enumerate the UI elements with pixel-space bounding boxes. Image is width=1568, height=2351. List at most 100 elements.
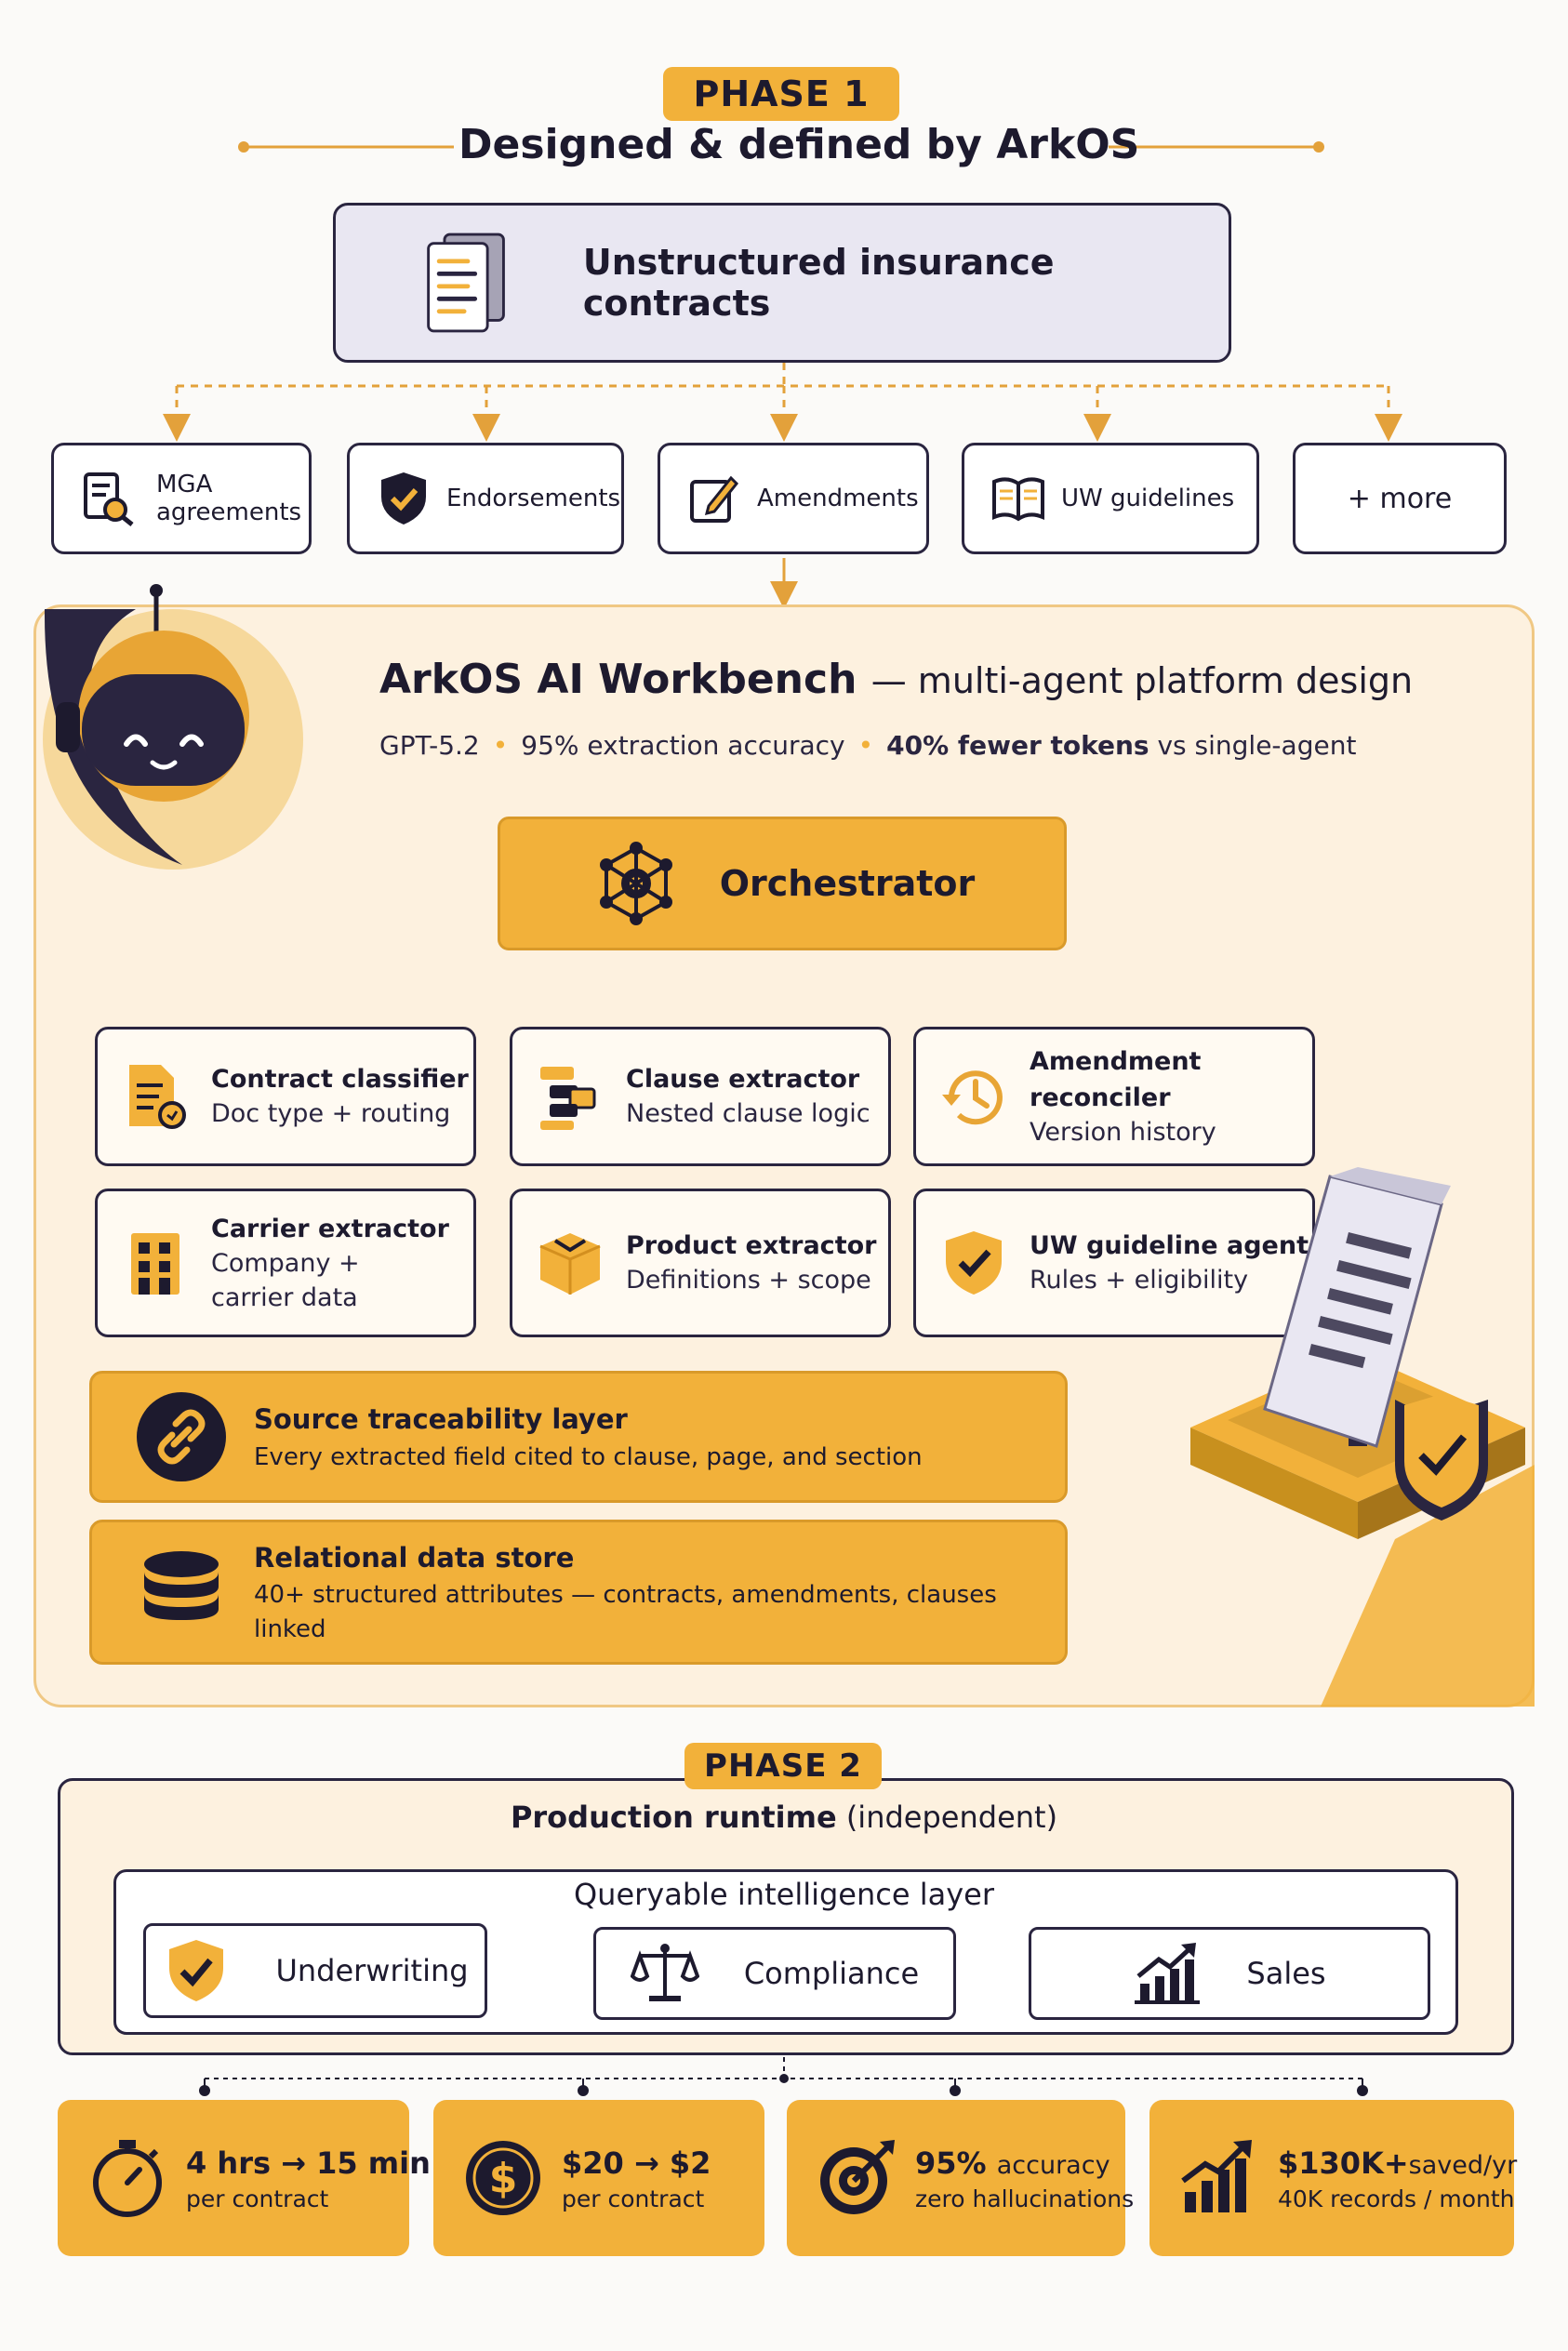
growth-chart-icon bbox=[1181, 2140, 1252, 2212]
query-layer-label: Queryable intelligence layer bbox=[573, 1877, 994, 1912]
network-hub-icon bbox=[599, 842, 672, 925]
history-clock-icon bbox=[942, 1070, 1003, 1125]
agent-desc: Definitions + scope bbox=[626, 1266, 871, 1295]
metric-value: 4 hrs → 15 min bbox=[186, 2145, 431, 2181]
agent-desc: Rules + eligibility bbox=[1030, 1266, 1249, 1295]
source-contracts-box: Unstructured insurance contracts bbox=[333, 203, 1231, 363]
secure-document-illustration-icon bbox=[1190, 1167, 1535, 1707]
stopwatch-icon bbox=[93, 2140, 162, 2217]
type-label-line2: agreements bbox=[156, 498, 302, 526]
metric-value-main: $130K+ bbox=[1278, 2145, 1409, 2181]
type-card-amendments[interactable]: Amendments bbox=[658, 443, 929, 554]
layer-title: Source traceability layer bbox=[254, 1403, 628, 1436]
agent-desc-line2: carrier data bbox=[211, 1282, 358, 1312]
meta-tokens-rest: vs single-agent bbox=[1157, 730, 1357, 761]
domain-label: Underwriting bbox=[275, 1953, 469, 1988]
domain-underwriting[interactable]: Underwriting bbox=[143, 1923, 487, 2018]
metric-time: 4 hrs → 15 min per contract bbox=[58, 2100, 431, 2256]
type-card-more[interactable]: + more bbox=[1293, 443, 1507, 554]
agent-title: Contract classifier bbox=[211, 1065, 469, 1095]
type-label: + more bbox=[1347, 482, 1453, 515]
package-box-icon bbox=[539, 1233, 601, 1295]
workbench-title-sub: — multi-agent platform design bbox=[870, 660, 1414, 701]
workbench-title-main: ArkOS AI Workbench bbox=[379, 656, 857, 703]
scales-icon bbox=[630, 1944, 699, 2001]
shield-check-icon bbox=[169, 1940, 224, 2001]
type-label: Endorsements bbox=[446, 485, 621, 512]
clause-blocks-icon bbox=[540, 1067, 596, 1130]
domain-label: Sales bbox=[1246, 1956, 1326, 1991]
orchestrator-box[interactable]: Orchestrator bbox=[498, 817, 1067, 950]
type-card-uw-guidelines[interactable]: UW guidelines bbox=[962, 443, 1259, 554]
workbench-meta: GPT-5.2•95% extraction accuracy•40% fewe… bbox=[379, 730, 1357, 761]
metric-desc: per contract bbox=[186, 2185, 329, 2212]
link-icon bbox=[137, 1392, 226, 1481]
metric-value: $20 → $2 bbox=[562, 2145, 711, 2181]
shield-check-icon bbox=[946, 1231, 1002, 1295]
layer-title: Relational data store bbox=[254, 1541, 575, 1574]
metric-desc: per contract bbox=[562, 2185, 705, 2212]
contract-document-icon bbox=[427, 232, 505, 333]
shield-check-icon bbox=[381, 472, 426, 525]
domain-compliance[interactable]: Compliance bbox=[593, 1927, 956, 2020]
robot-mascot-icon bbox=[43, 584, 303, 870]
metric-value: $130K+saved/yr bbox=[1278, 2142, 1517, 2185]
metric-desc: zero hallucinations bbox=[915, 2185, 1135, 2212]
dollar-coin-icon: $ bbox=[466, 2141, 540, 2215]
source-label: Unstructured insurance contracts bbox=[582, 242, 1055, 324]
orchestrator-label: Orchestrator bbox=[719, 863, 976, 904]
building-icon bbox=[131, 1233, 179, 1295]
metric-cost: $ $20 → $2 per contract bbox=[433, 2100, 764, 2256]
workbench-title: ArkOS AI Workbench — multi-agent platfor… bbox=[379, 656, 1413, 703]
meta-tokens-bold: 40% fewer tokens bbox=[886, 730, 1149, 761]
agent-title: UW guideline agent bbox=[1030, 1231, 1309, 1261]
runtime-title: Production runtime bbox=[510, 1800, 837, 1835]
layer-desc: Every extracted field cited to clause, p… bbox=[254, 1442, 923, 1471]
agent-title: Carrier extractor bbox=[211, 1214, 449, 1243]
agent-desc: Doc type + routing bbox=[211, 1099, 451, 1129]
agent-title: Clause extractor bbox=[626, 1065, 860, 1095]
agent-title: Amendment reconciler bbox=[1030, 1046, 1202, 1112]
edit-pencil-icon bbox=[690, 475, 739, 523]
growth-chart-icon bbox=[1135, 1943, 1201, 2004]
metric-value-main: 95% bbox=[915, 2145, 987, 2181]
type-label: UW guidelines bbox=[1061, 485, 1235, 512]
target-icon bbox=[820, 2140, 895, 2214]
database-icon bbox=[144, 1551, 219, 1620]
runtime-label: Production runtime (independent) bbox=[412, 1800, 1156, 1835]
open-book-icon bbox=[992, 477, 1044, 522]
metric-value: 95% accuracy bbox=[915, 2142, 1134, 2185]
type-label: Amendments bbox=[757, 485, 919, 512]
domain-sales[interactable]: Sales bbox=[1029, 1927, 1430, 2020]
relational-data-store[interactable]: Relational data store 40+ structured attr… bbox=[89, 1520, 1068, 1665]
type-card-endorsements[interactable]: Endorsements bbox=[347, 443, 624, 554]
phase2-pill: PHASE 2 bbox=[684, 1743, 882, 1789]
document-classify-icon bbox=[129, 1065, 186, 1129]
meta-model: GPT-5.2 bbox=[379, 730, 480, 761]
agent-desc: Nested clause logic bbox=[626, 1099, 870, 1129]
metric-value-small: accuracy bbox=[996, 2150, 1110, 2180]
document-search-icon bbox=[84, 472, 134, 526]
layer-desc: 40+ structured attributes — contracts, a… bbox=[254, 1581, 997, 1643]
phase1-pill: PHASE 1 bbox=[663, 67, 899, 121]
phase1-heading: Designed & defined by ArkOS bbox=[458, 121, 1140, 168]
agent-title: Product extractor bbox=[626, 1231, 877, 1261]
domain-label: Compliance bbox=[743, 1956, 920, 1991]
runtime-note: (independent) bbox=[845, 1800, 1058, 1835]
type-card-mga[interactable]: MGA agreements bbox=[51, 443, 312, 554]
metric-value-small: saved/yr bbox=[1408, 2150, 1518, 2180]
agent-desc: Version history bbox=[1030, 1117, 1216, 1147]
agent-desc-line1: Company + bbox=[211, 1249, 360, 1279]
type-label-line1: MGA bbox=[156, 471, 213, 498]
svg-text:$: $ bbox=[489, 2155, 518, 2202]
metric-desc: 40K records / month bbox=[1278, 2185, 1515, 2212]
